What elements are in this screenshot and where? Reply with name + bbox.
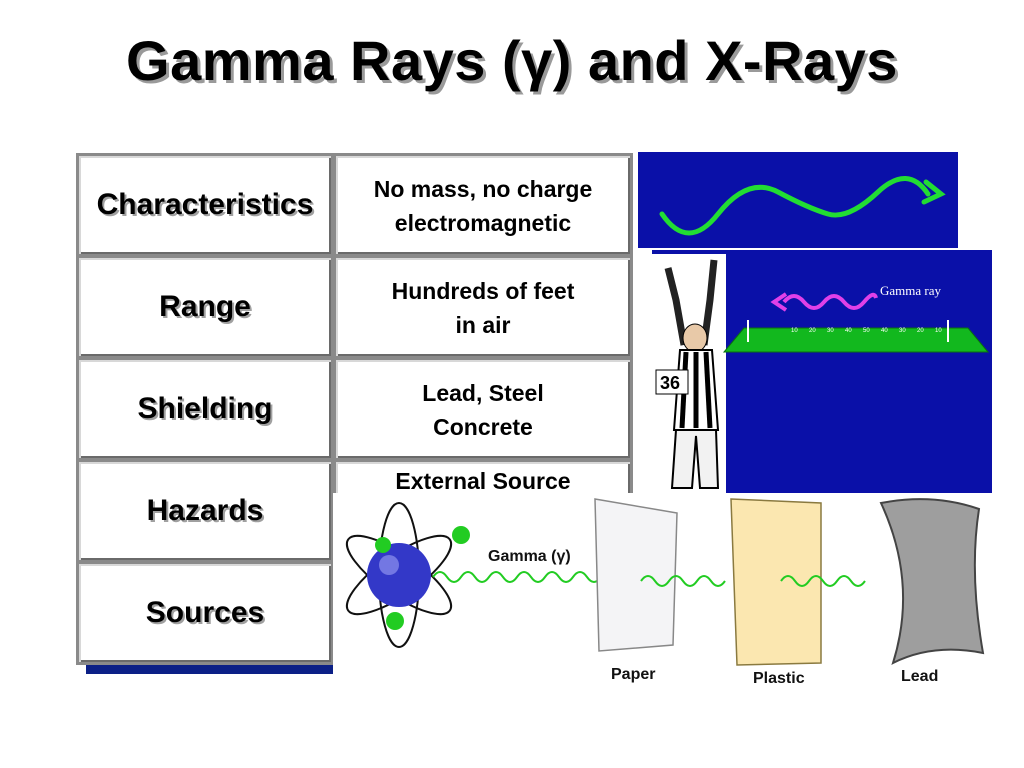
value-line: External Source bbox=[395, 468, 571, 494]
arrow-left-icon bbox=[770, 292, 788, 312]
wave-line bbox=[659, 176, 931, 236]
value-line: No mass, no charge bbox=[373, 176, 593, 202]
yard-number: 40 bbox=[881, 328, 888, 334]
value-line: electromagnetic bbox=[394, 210, 572, 236]
value-line: Hundreds of feet bbox=[391, 278, 575, 304]
paper-sheet-icon bbox=[594, 498, 678, 652]
atom-icon bbox=[345, 502, 470, 648]
barrier-label-plastic: Plastic bbox=[753, 670, 805, 687]
yard-number: 20 bbox=[809, 328, 816, 334]
row-label-shielding: Shielding bbox=[76, 357, 334, 461]
shielding-diagram: Gamma (γ) Paper Plastic Lead bbox=[333, 493, 1005, 693]
gamma-ray-label: Gamma ray bbox=[880, 283, 942, 298]
gamma-wave-3 bbox=[780, 575, 866, 587]
yard-number: 40 bbox=[845, 328, 852, 334]
row-label-sources: Sources bbox=[76, 561, 334, 665]
row-label-text: Characteristics bbox=[96, 188, 314, 221]
football-panel: 36 10 20 30 40 50 40 30 20 10 Gamma ray bbox=[648, 250, 992, 494]
yard-number: 30 bbox=[827, 328, 834, 334]
row-label-text: Hazards bbox=[146, 494, 264, 527]
arrow-head-icon bbox=[921, 179, 946, 205]
gamma-wave-1 bbox=[432, 571, 616, 583]
row-label-range: Range bbox=[76, 255, 334, 359]
jersey-number: 36 bbox=[660, 373, 680, 393]
yard-number: 10 bbox=[935, 328, 942, 334]
gamma-ray-wave bbox=[782, 292, 878, 310]
row-label-hazards: Hazards bbox=[76, 459, 334, 563]
gamma-wave-2 bbox=[640, 575, 726, 587]
barrier-label-lead: Lead bbox=[901, 668, 938, 685]
yard-number: 20 bbox=[917, 328, 924, 334]
yard-number: 10 bbox=[791, 328, 798, 334]
gamma-label: Gamma (γ) bbox=[488, 548, 571, 565]
slide-title: Gamma Rays (γ) and X-Rays bbox=[126, 29, 898, 92]
value-line: Lead, Steel bbox=[422, 380, 544, 406]
value-line: Concrete bbox=[433, 414, 533, 440]
row-label-characteristics: Characteristics bbox=[76, 153, 334, 257]
row-label-text: Shielding bbox=[137, 392, 273, 425]
lead-block-icon bbox=[879, 498, 985, 665]
referee-icon bbox=[655, 259, 720, 489]
yard-numbers: 10 20 30 40 50 40 30 20 10 bbox=[791, 328, 942, 334]
value-line: in air bbox=[455, 312, 511, 338]
barrier-label-paper: Paper bbox=[611, 666, 655, 683]
yard-number: 30 bbox=[899, 328, 906, 334]
yard-number: 50 bbox=[863, 328, 870, 334]
row-label-text: Range bbox=[159, 290, 251, 323]
football-field bbox=[722, 327, 990, 353]
row-label-text: Sources bbox=[145, 596, 265, 629]
wave-panel bbox=[638, 152, 958, 248]
row-value-characteristics: No mass, no charge electromagnetic bbox=[333, 153, 633, 257]
row-value-range: Hundreds of feet in air bbox=[333, 255, 633, 359]
plastic-sheet-icon bbox=[730, 498, 822, 666]
